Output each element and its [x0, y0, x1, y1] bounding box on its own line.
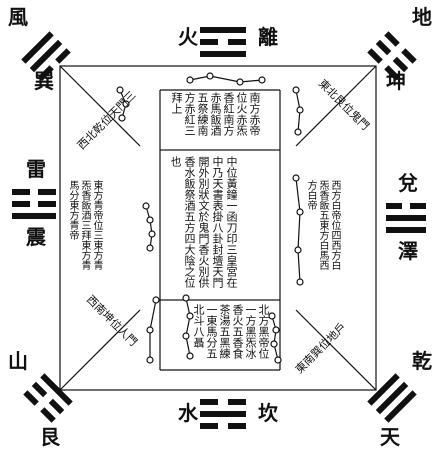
label-bottom-name: 水 — [178, 401, 199, 425]
constellation-top-left — [116, 86, 130, 122]
south-text-block: 南方赤帝位火赤炁香紅南方赤馬飯酒五祭練南方赤紅三拜上 — [170, 92, 261, 136]
east-text: 東方青帝位三東方青炁香飯酒三拜東方青馬分東方青帝 — [67, 180, 102, 270]
trigram-top-right — [367, 31, 417, 81]
label-left-dir: 震 — [26, 225, 47, 249]
label-right-name: 澤 — [398, 239, 418, 263]
diag-bl — [59, 309, 141, 391]
north-text: 北方黑帝位一方黑炁冰香火五香食茶湯五黑練一東馬分五北斗八聶 — [192, 304, 270, 359]
constellation-bottom — [182, 294, 194, 360]
diag-tr — [295, 65, 377, 147]
constellation-right — [292, 174, 304, 286]
constellation-top-right — [292, 86, 304, 136]
center-text-block: 中位黃鐘一函刀印三皇宮在中乃天書表掛八卦封壇天門開外別狀文於鬼門香火別供香水飯祭… — [169, 156, 238, 288]
west-text-block: 西方白帝位四西方白炁香飯五東方白馬西方白帝 — [305, 180, 340, 270]
corner-se-text: 東南巽位地戶 — [292, 320, 349, 377]
label-left-name: 雷 — [26, 157, 46, 181]
north-text-block: 北方黑帝位一方黑炁冰香火五香食茶湯五黑練一東馬分五北斗八聶 — [192, 304, 270, 359]
label-right-dir: 兌 — [398, 171, 418, 195]
trigram-top — [200, 27, 246, 57]
label-tr-dir: 坤 — [386, 69, 406, 93]
label-bl-dir: 艮 — [40, 425, 61, 449]
label-tl-dir: 巽 — [34, 69, 54, 93]
west-text: 西方白帝位四西方白炁香飯五東方白馬西方白帝 — [305, 180, 340, 270]
label-top-dir: 離 — [258, 25, 278, 49]
label-br-name: 天 — [380, 425, 401, 449]
constellation-left — [142, 202, 156, 252]
label-tl-name: 風 — [8, 5, 28, 29]
label-bottom-dir: 坎 — [258, 401, 279, 425]
constellation-bottom-left — [146, 296, 160, 364]
constellation-top — [186, 72, 266, 86]
center-text: 中位黃鐘一函刀印三皇宮在中乃天書表掛八卦封壇天門開外別狀文於鬼門香火別供香水飯祭… — [169, 156, 238, 288]
label-top-name: 火 — [178, 25, 199, 49]
constellation-bottom-2 — [268, 312, 282, 364]
corner-sw-text: 西南坤位人門 — [84, 292, 141, 349]
center-box — [159, 149, 281, 301]
label-br-dir: 乾 — [412, 349, 432, 373]
outer-frame — [59, 65, 377, 391]
trigram-bottom-left — [23, 373, 73, 423]
trigram-left — [12, 189, 56, 219]
trigram-top-left — [21, 31, 71, 81]
corner-ne-text: 東北艮位鬼門 — [316, 76, 373, 133]
label-bl-name: 山 — [8, 349, 28, 373]
corner-nw-text: 西北乾位天門三 — [74, 88, 138, 152]
trigram-bottom — [200, 399, 246, 429]
label-tr-name: 地 — [412, 5, 432, 29]
diag-br — [295, 309, 377, 391]
diag-tl — [59, 65, 141, 147]
east-text-block: 東方青帝位三東方青炁香飯酒三拜東方青馬分東方青帝 — [67, 180, 102, 270]
trigram-bottom-right — [367, 373, 417, 423]
south-text: 南方赤帝位火赤炁香紅南方赤馬飯酒五祭練南方赤紅三拜上 — [170, 92, 261, 136]
trigram-right — [386, 203, 426, 233]
